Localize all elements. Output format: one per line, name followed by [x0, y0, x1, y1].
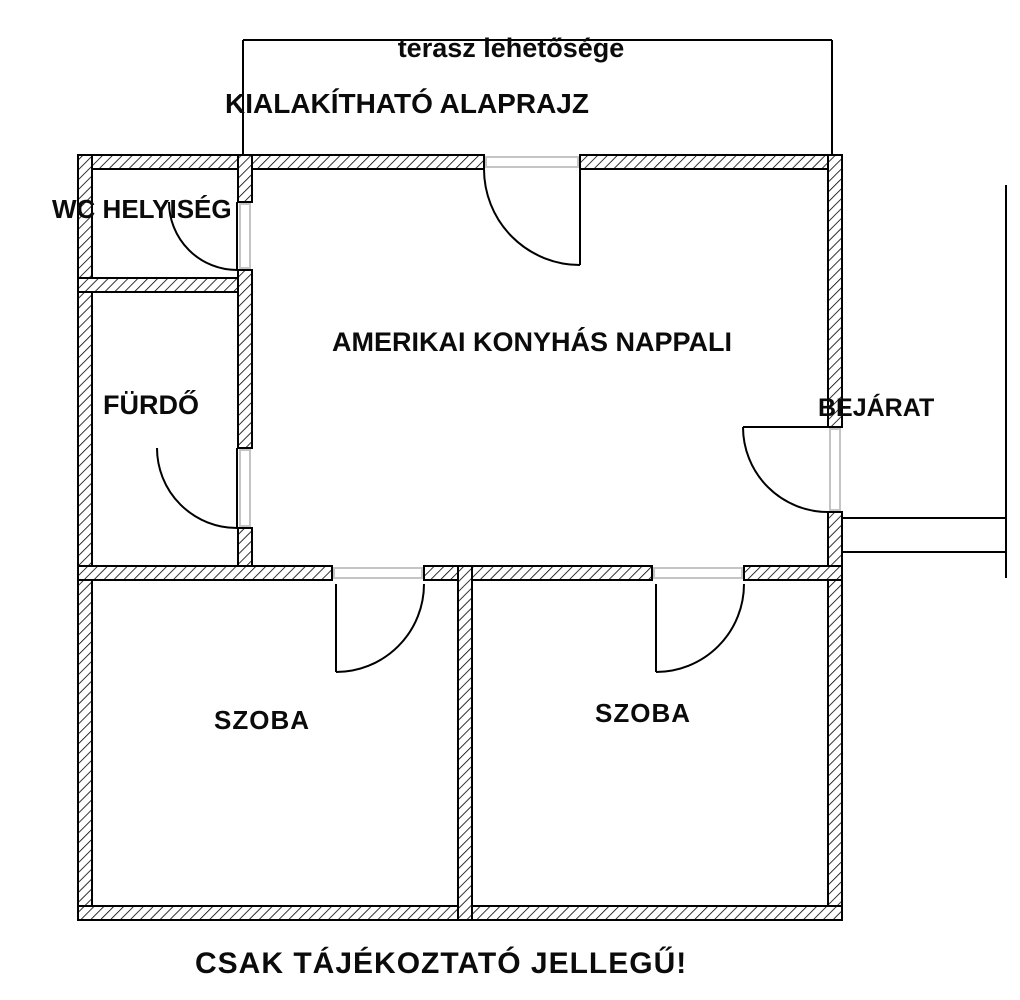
door-frames [239, 156, 841, 579]
entry-steps [842, 185, 1007, 578]
wall-inner-vertical-a [237, 154, 253, 203]
labels: terasz lehetősége KIALAKÍTHATÓ ALAPRAJZ … [52, 33, 934, 980]
label-bathroom: FÜRDŐ [103, 389, 199, 420]
label-bedroom-right: SZOBA [595, 698, 691, 728]
wall-mid-horizontal-1 [77, 565, 333, 581]
wall-top-right [579, 154, 843, 170]
wall-left [77, 154, 93, 921]
label-bedroom-left: SZOBA [214, 705, 310, 735]
terrace-label: terasz lehetősége [398, 33, 625, 63]
walls [77, 154, 843, 921]
door-bedroom-right [655, 583, 745, 673]
terrace-outline [242, 39, 833, 155]
label-living-room: AMERIKAI KONYHÁS NAPPALI [332, 326, 732, 357]
plan-title: KIALAKÍTHATÓ ALAPRAJZ [225, 88, 589, 119]
door-wc [168, 201, 238, 271]
wall-wc-bottom [77, 277, 253, 293]
wall-bedroom-divider [457, 565, 473, 921]
doors [156, 168, 829, 673]
door-entrance [742, 426, 829, 513]
label-entrance: BEJÁRAT [818, 393, 934, 422]
disclaimer-text: CSAK TÁJÉKOZTATÓ JELLEGŰ! [195, 946, 687, 980]
door-bathroom [156, 447, 238, 529]
door-bedroom-left [335, 583, 425, 673]
wall-mid-horizontal-2 [423, 565, 653, 581]
wall-top-left [77, 154, 485, 170]
wall-mid-horizontal-3 [743, 565, 843, 581]
wall-right-upper [827, 154, 843, 428]
label-wc: WC HELYISÉG [52, 194, 232, 224]
door-living-top [483, 168, 581, 266]
wall-inner-vertical-b [237, 269, 253, 449]
